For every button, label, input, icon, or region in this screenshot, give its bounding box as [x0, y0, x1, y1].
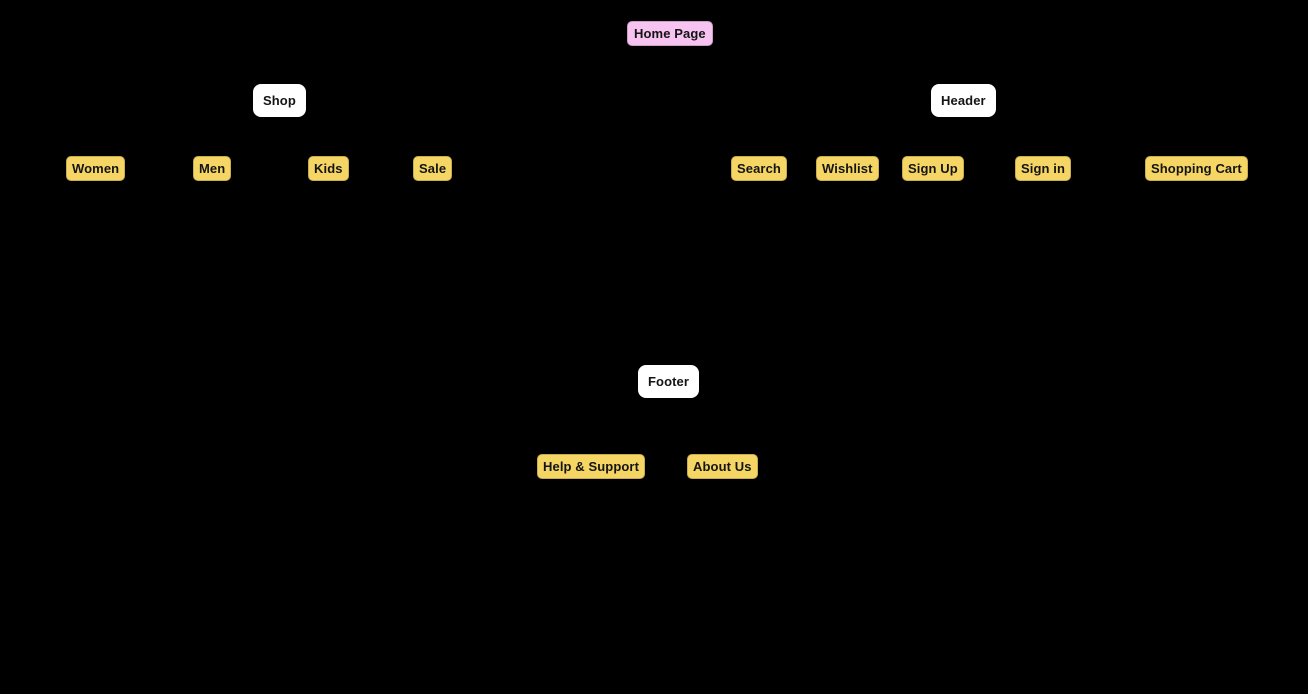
node-sale[interactable]: Sale — [413, 156, 453, 181]
node-kids[interactable]: Kids — [308, 156, 349, 181]
node-sign-up[interactable]: Sign Up — [902, 156, 964, 181]
node-shop[interactable]: Shop — [253, 84, 306, 117]
node-men[interactable]: Men — [193, 156, 232, 181]
node-shopping-cart[interactable]: Shopping Cart — [1145, 156, 1248, 181]
node-about-us[interactable]: About Us — [687, 454, 758, 479]
node-footer[interactable]: Footer — [638, 365, 700, 398]
node-help-support[interactable]: Help & Support — [537, 454, 646, 479]
node-sign-in[interactable]: Sign in — [1015, 156, 1072, 181]
node-header[interactable]: Header — [931, 84, 996, 117]
node-home-page[interactable]: Home Page — [627, 21, 713, 46]
node-wishlist[interactable]: Wishlist — [816, 156, 879, 181]
node-women[interactable]: Women — [66, 156, 126, 181]
node-search[interactable]: Search — [731, 156, 787, 181]
